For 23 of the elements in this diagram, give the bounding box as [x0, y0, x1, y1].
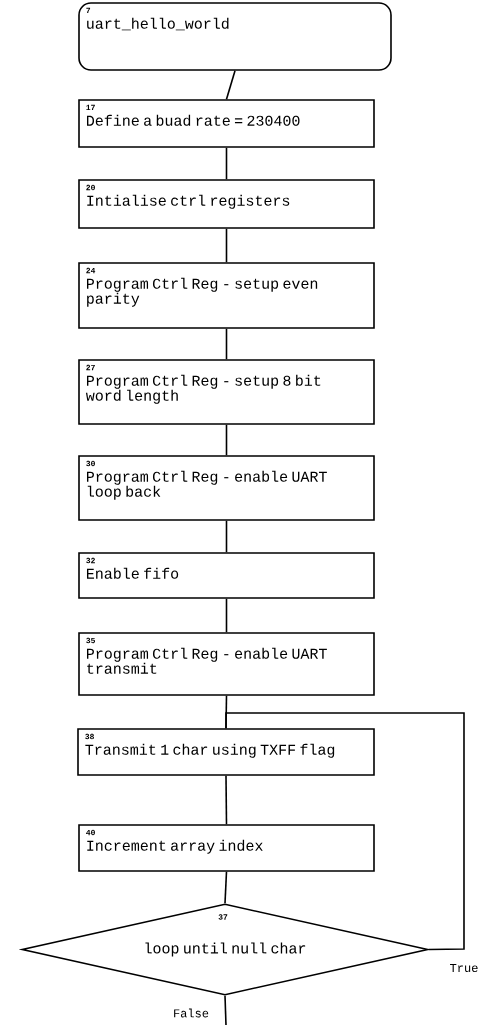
process-box: 32 Enable fifo: [78, 552, 375, 599]
connector-line: [225, 328, 228, 360]
edge-label: False: [172, 1007, 210, 1019]
process-box: 24 Program Ctrl Reg - setup even parity: [78, 262, 375, 329]
process-box: 35 Program Ctrl Reg - enable UART transmit: [78, 632, 375, 696]
start-box: 7 uart_hello_world: [78, 2, 392, 71]
connector-line: [225, 520, 228, 553]
process-box: 27 Program Ctrl Reg - setup 8 bit word length: [78, 359, 375, 425]
process-box: 17 Define a buad rate = 230400: [78, 99, 375, 148]
process-box: 20 Intialise ctrl registers: [78, 179, 375, 229]
process-box: 30 Program Ctrl Reg - enable UART loop back: [78, 455, 375, 521]
process-box: 40 Increment array index: [78, 824, 375, 872]
connector-line: [224, 871, 228, 904]
connector-line: [225, 70, 236, 100]
connector-line: [224, 995, 227, 1025]
connector-line: [225, 147, 228, 180]
process-box: 38 Transmit 1 char using TXFF flag: [77, 728, 375, 776]
connector-line: [225, 424, 228, 456]
connector-line: [225, 712, 465, 951]
connector-line: [225, 775, 228, 825]
connector-line: [225, 598, 228, 633]
connector-line: [225, 228, 228, 263]
edge-label: True: [448, 963, 480, 973]
